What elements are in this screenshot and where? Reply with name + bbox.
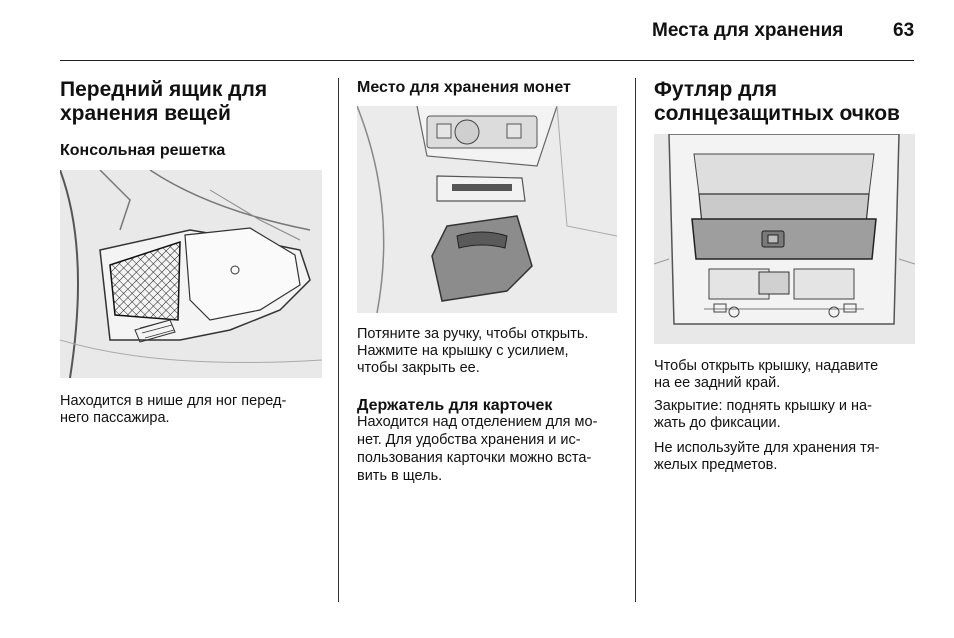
header-divider <box>60 60 914 61</box>
column-divider-1 <box>338 78 339 602</box>
subtitle-console-net: Консольная решетка <box>60 142 226 159</box>
paragraph-card-line3: пользования карточки можно вста- <box>357 450 592 466</box>
coin-storage-figure <box>357 106 617 313</box>
paragraph-glasses-close-line1: Закрытие: поднять крышку и на- <box>654 398 872 414</box>
section-title-front-box-line2: хранения вещей <box>60 102 231 125</box>
console-net-icon <box>60 170 322 378</box>
glasses-case-icon <box>654 134 915 325</box>
paragraph-card-line2: нет. Для удобства хранения и ис- <box>357 432 581 448</box>
paragraph-glasses-close-line2: жать до фиксации. <box>654 415 781 431</box>
paragraph-coin-line2: Нажмите на крышку с усилием, <box>357 343 569 359</box>
header-section-title: Места для хранения <box>652 20 844 41</box>
paragraph-coin-line1: Потяните за ручку, чтобы открыть. <box>357 326 589 342</box>
section-title-glasses-case-line1: Футляр для <box>654 78 778 101</box>
paragraph-card-line4: вить в щель. <box>357 468 443 484</box>
paragraph-coin-line3: чтобы закрыть ее. <box>357 360 480 376</box>
section-title-glasses-case-line2: солнцезащитных очков <box>654 102 900 125</box>
paragraph-console-net-line2: него пассажира. <box>60 410 170 426</box>
glasses-case-figure <box>654 134 915 344</box>
paragraph-card-line1: Находится над отделением для мо- <box>357 414 598 430</box>
paragraph-console-net-line1: Находится в нише для ног перед- <box>60 393 287 409</box>
paragraph-glasses-warning-line1: Не используйте для хранения тя- <box>654 440 880 456</box>
subtitle-coin-storage: Место для хранения монет <box>357 79 571 96</box>
console-net-figure <box>60 170 322 378</box>
subtitle-card-holder: Держатель для карточек <box>357 397 553 414</box>
paragraph-glasses-open-line2: на ее задний край. <box>654 375 781 391</box>
page-number: 63 <box>893 20 915 41</box>
section-title-front-box-line1: Передний ящик для <box>60 78 268 101</box>
paragraph-glasses-warning-line2: желых предметов. <box>654 457 778 473</box>
paragraph-glasses-open-line1: Чтобы открыть крышку, надавите <box>654 358 879 374</box>
coin-storage-icon <box>357 106 617 313</box>
column-divider-2 <box>635 78 636 602</box>
